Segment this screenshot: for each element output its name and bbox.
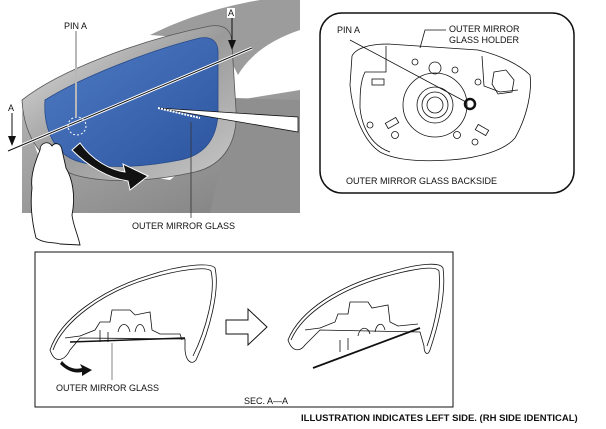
section-view-before (49, 264, 217, 363)
holder-label-line1: OUTER MIRROR (449, 24, 520, 34)
rotation-arrow-icon (71, 142, 149, 191)
detail-wedge (157, 107, 299, 133)
section-marker-left-label: A (7, 103, 16, 113)
section-rotate-arrow-icon (60, 361, 92, 376)
section-arrow-left (8, 112, 16, 146)
outer-mirror-glass-label: OUTER MIRROR GLASS (132, 221, 236, 231)
section-arrow-top (228, 18, 236, 50)
pin-a-marker (67, 116, 87, 136)
pin-a-detail-label: PIN A (337, 25, 361, 35)
transition-arrow-icon (225, 307, 268, 347)
holder-label-line2: GLASS HOLDER (449, 35, 520, 45)
hand-icon (30, 142, 81, 246)
detail-box (319, 12, 575, 194)
footnote: ILLUSTRATION INDICATES LEFT SIDE. (RH SI… (301, 413, 578, 424)
section-caption: SEC. A—A (244, 396, 289, 406)
holder-leader (419, 29, 446, 49)
detail-caption: OUTER MIRROR GLASS BACKSIDE (346, 176, 498, 186)
glass-holder-drawing (349, 43, 531, 162)
outer-mirror-glass (44, 37, 219, 167)
pin-a-detail-marker (463, 97, 477, 111)
section-view-after (287, 263, 445, 369)
pin-a-detail-leader (349, 39, 467, 103)
pin-a-label: PIN A (64, 21, 88, 31)
section-marker-top-label: A (227, 8, 236, 18)
section-line-a-a (7, 47, 253, 152)
section-glass-label: OUTER MIRROR GLASS (56, 383, 160, 393)
